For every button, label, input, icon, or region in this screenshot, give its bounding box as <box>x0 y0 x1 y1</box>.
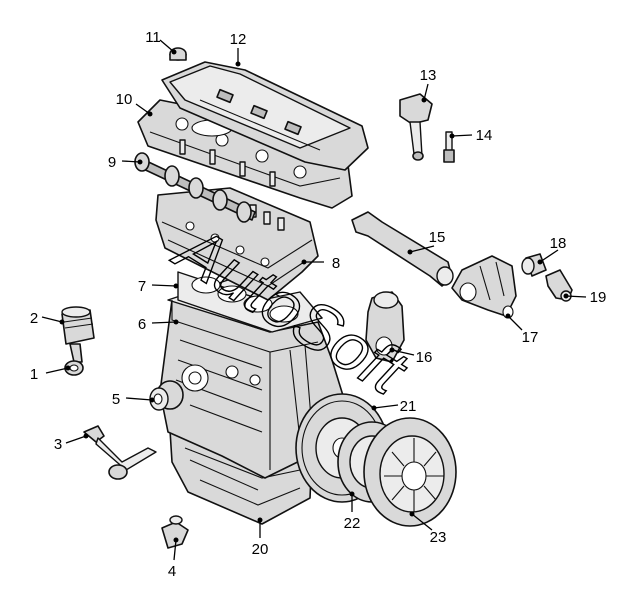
engine-top-cover <box>161 61 369 171</box>
callout-20: 20 <box>252 517 269 558</box>
svg-text:11: 11 <box>145 29 161 46</box>
callout-11: 11 <box>145 29 177 55</box>
ignition-coil <box>399 93 433 161</box>
callout-1: 1 <box>30 365 71 383</box>
cam-cover <box>137 99 353 209</box>
svg-text:23: 23 <box>430 529 447 546</box>
thermostat-housing <box>451 255 517 319</box>
svg-text:6: 6 <box>138 316 146 333</box>
svg-text:8: 8 <box>332 255 340 272</box>
callout-19: 19 <box>563 289 607 306</box>
svg-text:20: 20 <box>252 541 269 558</box>
callout-18: 18 <box>537 235 567 265</box>
callout-8: 8 <box>301 255 340 272</box>
callout-5: 5 <box>112 391 155 408</box>
svg-text:18: 18 <box>550 235 567 252</box>
svg-text:22: 22 <box>344 515 361 532</box>
callout-12: 12 <box>230 31 247 67</box>
drain-plug <box>161 515 189 549</box>
coolant-sensor <box>521 253 547 277</box>
callout-10: 10 <box>116 91 153 117</box>
callout-21: 21 <box>371 398 417 415</box>
svg-text:21: 21 <box>400 398 417 415</box>
callout-22: 22 <box>344 491 361 532</box>
oil-pickup <box>83 425 157 480</box>
callout-6: 6 <box>138 316 179 333</box>
callout-2: 2 <box>30 310 65 327</box>
callout-9: 9 <box>108 154 143 171</box>
svg-text:15: 15 <box>429 229 446 246</box>
svg-text:5: 5 <box>112 391 120 408</box>
callout-3: 3 <box>54 433 89 453</box>
callout-14: 14 <box>449 127 493 144</box>
svg-text:17: 17 <box>522 329 539 346</box>
coolant-pipe <box>351 211 454 287</box>
callout-17: 17 <box>505 313 539 346</box>
svg-text:12: 12 <box>230 31 247 48</box>
cylinder-head <box>155 187 319 301</box>
water-outlet <box>365 291 405 363</box>
svg-text:16: 16 <box>416 349 433 366</box>
svg-text:7: 7 <box>138 278 146 295</box>
svg-text:2: 2 <box>30 310 38 327</box>
callout-16: 16 <box>389 347 433 366</box>
crank-pulley <box>149 380 184 411</box>
callout-15: 15 <box>407 229 446 255</box>
svg-text:4: 4 <box>168 563 176 580</box>
callout-4: 4 <box>168 537 179 580</box>
svg-text:9: 9 <box>108 154 116 171</box>
svg-text:14: 14 <box>476 127 493 144</box>
callout-23: 23 <box>409 511 447 546</box>
svg-text:1: 1 <box>30 366 38 383</box>
callouts: 1 2 3 4 5 6 7 8 9 10 11 12 13 14 15 16 1… <box>30 29 607 580</box>
svg-text:19: 19 <box>590 289 607 306</box>
svg-text:10: 10 <box>116 91 133 108</box>
callout-13: 13 <box>420 67 437 103</box>
svg-text:3: 3 <box>54 436 62 453</box>
piston <box>61 306 95 345</box>
callout-7: 7 <box>138 278 179 295</box>
head-gasket <box>177 271 323 333</box>
pressure-plate <box>363 417 457 527</box>
svg-text:13: 13 <box>420 67 437 84</box>
connecting-rod <box>64 343 84 376</box>
